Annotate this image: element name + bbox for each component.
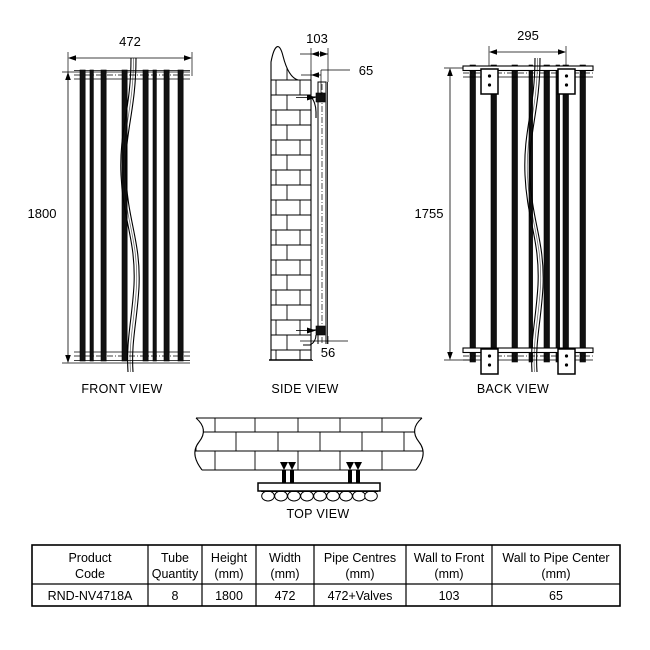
front-height-value: 1800	[28, 206, 57, 221]
header-tube-quantity-line2: Quantity	[152, 567, 199, 581]
top-view-label: TOP VIEW	[286, 507, 349, 521]
side-lower-pipe-offset-dimension: 56	[300, 336, 348, 360]
header-pipe-centres-line1: Pipe Centres	[324, 551, 396, 565]
side-top-valve-detail	[296, 92, 326, 118]
side-wall-to-front-dimension: 103	[300, 30, 333, 82]
front-pipe-squiggle	[120, 57, 140, 373]
cell-wall-to-front: 103	[439, 589, 460, 603]
side-view: 103 65 56 SIDE VIEW	[269, 30, 373, 396]
bracket-top-left	[480, 68, 499, 95]
back-view-label: BACK VIEW	[477, 382, 549, 396]
header-pipe-centres-line2: (mm)	[345, 567, 374, 581]
header-height-line1: Height	[211, 551, 248, 565]
header-wall-to-front-line1: Wall to Front	[414, 551, 485, 565]
cell-height: 1800	[215, 589, 243, 603]
side-view-label: SIDE VIEW	[271, 382, 338, 396]
cell-product-code: RND-NV4718A	[48, 589, 133, 603]
side-lower-pipe-offset-value: 56	[321, 345, 335, 360]
cell-wall-to-pipe-center: 65	[549, 589, 563, 603]
back-height-value: 1755	[415, 206, 444, 221]
side-wall-to-front-value: 103	[306, 31, 328, 46]
header-product-code-line2: Code	[75, 567, 105, 581]
header-wall-to-pipe-center-line2: (mm)	[541, 567, 570, 581]
front-width-dimension: 472	[67, 33, 193, 76]
front-view: 472 1800	[24, 33, 193, 396]
header-height-line2: (mm)	[214, 567, 243, 581]
top-view: TOP VIEW	[194, 417, 424, 521]
spec-table: Product Code Tube Quantity Height (mm) W…	[31, 544, 621, 607]
bracket-bottom-left	[480, 348, 499, 375]
side-wall-to-pipe-center-value: 65	[359, 63, 373, 78]
table-row: RND-NV4718A 8 1800 472 472+Valves 103 65	[48, 589, 563, 603]
back-tubes	[469, 64, 586, 363]
top-radiator-plan	[257, 482, 381, 502]
side-wall-bricks	[269, 46, 313, 361]
side-radiator-body	[317, 81, 328, 353]
back-view: 295 1755	[410, 27, 594, 396]
cell-width: 472	[275, 589, 296, 603]
back-manifold-rails	[462, 65, 594, 361]
top-view-tubes	[261, 490, 378, 502]
top-wall-bricks	[194, 417, 424, 471]
side-wall-to-pipe-center-dimension: 65	[301, 63, 373, 95]
back-mounting-brackets	[480, 68, 576, 375]
bracket-top-right	[557, 68, 576, 95]
back-pipe-squiggle	[524, 57, 544, 373]
header-width-line1: Width	[269, 551, 301, 565]
header-product-code-line1: Product	[68, 551, 112, 565]
spec-table-header-row: Product Code Tube Quantity Height (mm) W…	[68, 551, 609, 581]
front-view-label: FRONT VIEW	[81, 382, 162, 396]
top-bracket-connections	[280, 462, 362, 484]
front-width-value: 472	[119, 34, 141, 49]
back-bracket-centres-value: 295	[517, 28, 539, 43]
header-tube-quantity-line1: Tube	[161, 551, 189, 565]
cell-pipe-centres: 472+Valves	[328, 589, 393, 603]
bracket-bottom-right	[557, 348, 576, 375]
cell-tube-quantity: 8	[172, 589, 179, 603]
header-wall-to-front-line2: (mm)	[434, 567, 463, 581]
header-width-line2: (mm)	[270, 567, 299, 581]
header-wall-to-pipe-center-line1: Wall to Pipe Center	[502, 551, 609, 565]
back-height-dimension: 1755	[410, 67, 470, 361]
front-tubes	[79, 69, 184, 362]
back-bracket-centres-dimension: 295	[488, 27, 567, 70]
